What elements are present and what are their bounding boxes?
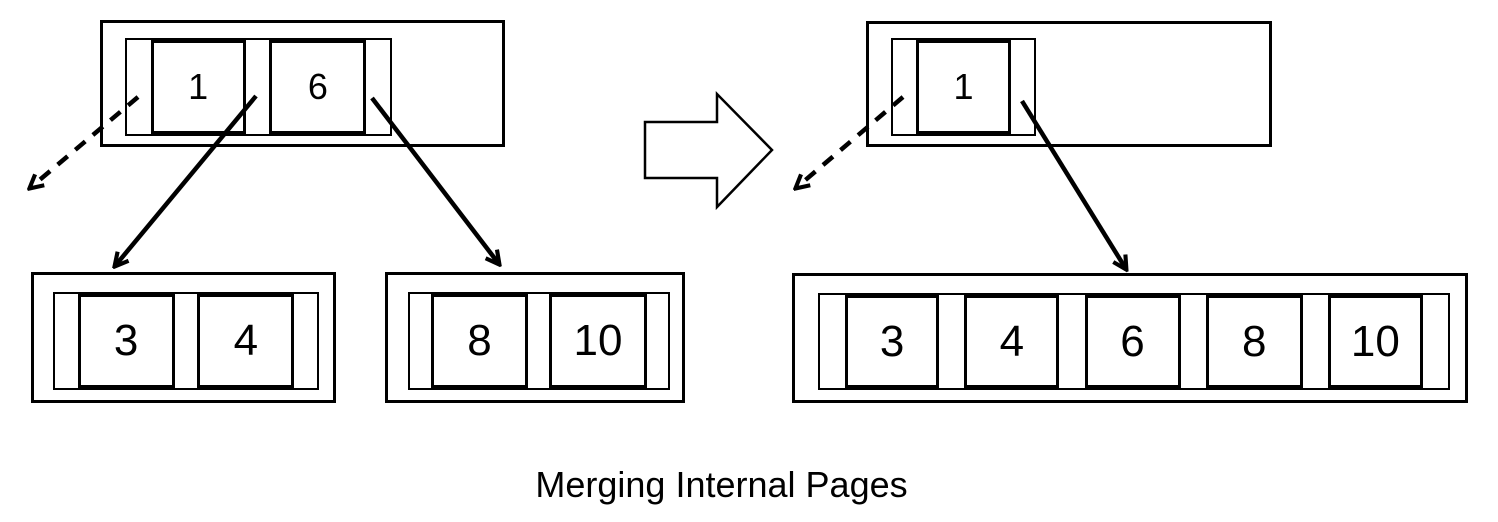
pointer-slot (647, 294, 668, 388)
key-cell: 3 (77, 294, 175, 388)
pointer-slot (528, 294, 549, 388)
before-right-leaf-page: 8 10 (385, 272, 685, 403)
before-root-page: 1 6 (100, 20, 505, 147)
pointer-slot (893, 40, 916, 134)
key-cell: 1 (916, 40, 1011, 134)
record-strip: 1 6 (125, 38, 392, 136)
pointer-slot (939, 295, 964, 388)
key-cell: 3 (845, 295, 940, 388)
pointer-slot (1011, 40, 1034, 134)
before-left-leaf-page: 3 4 (31, 272, 336, 403)
key-cell: 6 (269, 40, 367, 134)
transition-block-arrow-icon (643, 90, 774, 211)
key-cell: 10 (1327, 295, 1423, 388)
key-cell: 4 (197, 294, 295, 388)
pointer-slot (175, 294, 198, 388)
record-strip: 1 (891, 38, 1036, 136)
key-cell: 8 (431, 294, 528, 388)
key-cell: 8 (1205, 295, 1303, 388)
record-strip: 3 4 6 8 10 (818, 293, 1450, 390)
record-strip: 3 4 (53, 292, 319, 390)
pointer-slot (820, 295, 845, 388)
pointer-slot (1423, 295, 1448, 388)
pointer-slot (1059, 295, 1084, 388)
pointer-slot (1181, 295, 1206, 388)
pointer-slot (294, 294, 317, 388)
pointer-slot (366, 40, 390, 134)
pointer-slot (1303, 295, 1328, 388)
after-merged-leaf-page: 3 4 6 8 10 (792, 273, 1468, 403)
key-cell: 10 (549, 294, 647, 388)
key-cell: 1 (150, 40, 246, 134)
pointer-slot (55, 294, 78, 388)
record-strip: 8 10 (408, 292, 670, 390)
key-cell: 6 (1084, 295, 1181, 388)
diagram-caption: Merging Internal Pages (535, 464, 908, 505)
pointer-slot (410, 294, 431, 388)
pointer-slot (127, 40, 151, 134)
key-cell: 4 (964, 295, 1060, 388)
pointer-slot (246, 40, 270, 134)
after-root-page: 1 (866, 21, 1272, 147)
